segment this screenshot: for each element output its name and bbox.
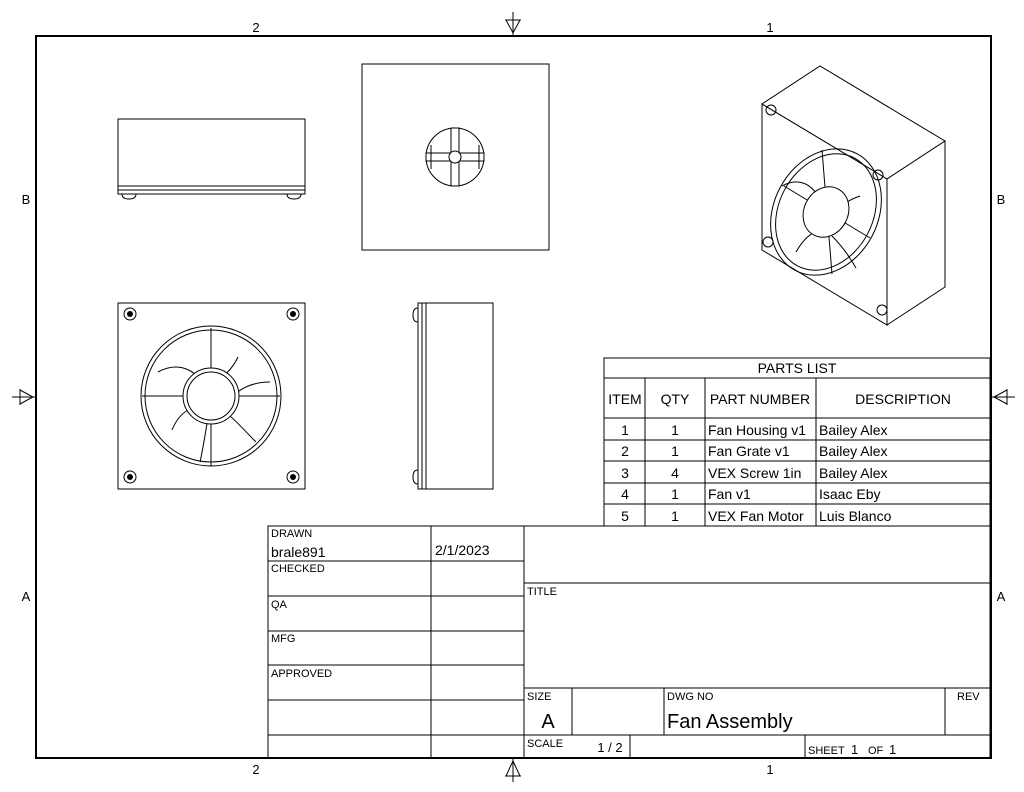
row-part-number: Fan Grate v1: [708, 443, 790, 459]
sheet-total: 1: [889, 742, 896, 757]
title-block: DRAWN brale891 2/1/2023 CHECKED QA MFG A…: [267, 525, 991, 759]
row-part-number: Fan v1: [708, 486, 751, 502]
table-row: 4 1 Fan v1 Isaac Eby: [621, 486, 880, 502]
zone-label-bottom-2: 2: [252, 762, 259, 777]
table-row: 5 1 VEX Fan Motor Luis Blanco: [621, 508, 891, 524]
table-row: 3 4 VEX Screw 1in Bailey Alex: [621, 465, 887, 481]
parts-list-title: PARTS LIST: [758, 360, 837, 376]
row-qty: 1: [671, 486, 679, 502]
parts-list-header-item: ITEM: [608, 391, 641, 407]
row-description: Luis Blanco: [819, 508, 892, 524]
zone-label-left-a: A: [22, 589, 31, 604]
sheet-label: SHEET: [808, 745, 845, 757]
drawn-by-value: brale891: [271, 544, 326, 560]
size-value: A: [541, 711, 555, 733]
row-qty: 4: [671, 465, 679, 481]
sheet-of-label: OF: [868, 745, 884, 757]
screw-icon: [123, 307, 300, 484]
parts-list-header-description: DESCRIPTION: [855, 391, 951, 407]
row-description: Bailey Alex: [819, 422, 887, 438]
top-view: [117, 118, 306, 200]
sheet-number: 1: [851, 742, 858, 757]
row-description: Bailey Alex: [819, 443, 887, 459]
row-qty: 1: [671, 422, 679, 438]
dwg-no-label: DWG NO: [667, 691, 714, 703]
center-mark-right-icon: [991, 389, 1015, 405]
zone-label-right-b: B: [997, 192, 1006, 207]
row-part-number: Fan Housing v1: [708, 422, 806, 438]
table-row: 2 1 Fan Grate v1 Bailey Alex: [621, 443, 887, 459]
drawn-date-value: 2/1/2023: [435, 542, 490, 558]
front-view: [117, 302, 306, 490]
center-mark-left-icon: [12, 389, 36, 405]
zone-label-bottom-1: 1: [766, 762, 773, 777]
checked-label: CHECKED: [271, 563, 325, 575]
row-item: 5: [621, 508, 629, 524]
zone-label-top-2: 2: [252, 20, 259, 35]
row-part-number: VEX Fan Motor: [708, 508, 804, 524]
parts-list: PARTS LIST ITEM QTY PART NUMBER DESCRIPT…: [603, 357, 991, 527]
center-mark-top-icon: [505, 12, 521, 36]
parts-list-header-part-number: PART NUMBER: [710, 391, 810, 407]
rev-label: REV: [957, 691, 980, 703]
row-item: 1: [621, 422, 629, 438]
row-description: Isaac Eby: [819, 486, 880, 502]
parts-list-header-qty: QTY: [661, 391, 690, 407]
row-item: 3: [621, 465, 629, 481]
approved-label: APPROVED: [271, 668, 332, 680]
dwg-no-value: Fan Assembly: [667, 711, 793, 733]
zone-label-top-1: 1: [766, 20, 773, 35]
row-item: 4: [621, 486, 629, 502]
row-qty: 1: [671, 508, 679, 524]
row-item: 2: [621, 443, 629, 459]
scale-value: 1 / 2: [597, 740, 622, 755]
scale-label: SCALE: [527, 738, 563, 750]
zone-label-right-a: A: [997, 589, 1006, 604]
isometric-view: [761, 65, 946, 326]
zone-label-left-b: B: [22, 192, 31, 207]
table-row: 1 1 Fan Housing v1 Bailey Alex: [621, 422, 887, 438]
row-description: Bailey Alex: [819, 465, 887, 481]
size-label: SIZE: [527, 691, 551, 703]
mfg-label: MFG: [271, 633, 295, 645]
side-view: [412, 302, 494, 490]
center-mark-bottom-icon: [505, 758, 521, 782]
row-qty: 1: [671, 443, 679, 459]
title-label: TITLE: [527, 586, 557, 598]
drawn-label: DRAWN: [271, 528, 312, 540]
back-view: [361, 63, 550, 251]
qa-label: QA: [271, 599, 288, 611]
row-part-number: VEX Screw 1in: [708, 465, 801, 481]
screw-icon: [762, 104, 888, 316]
